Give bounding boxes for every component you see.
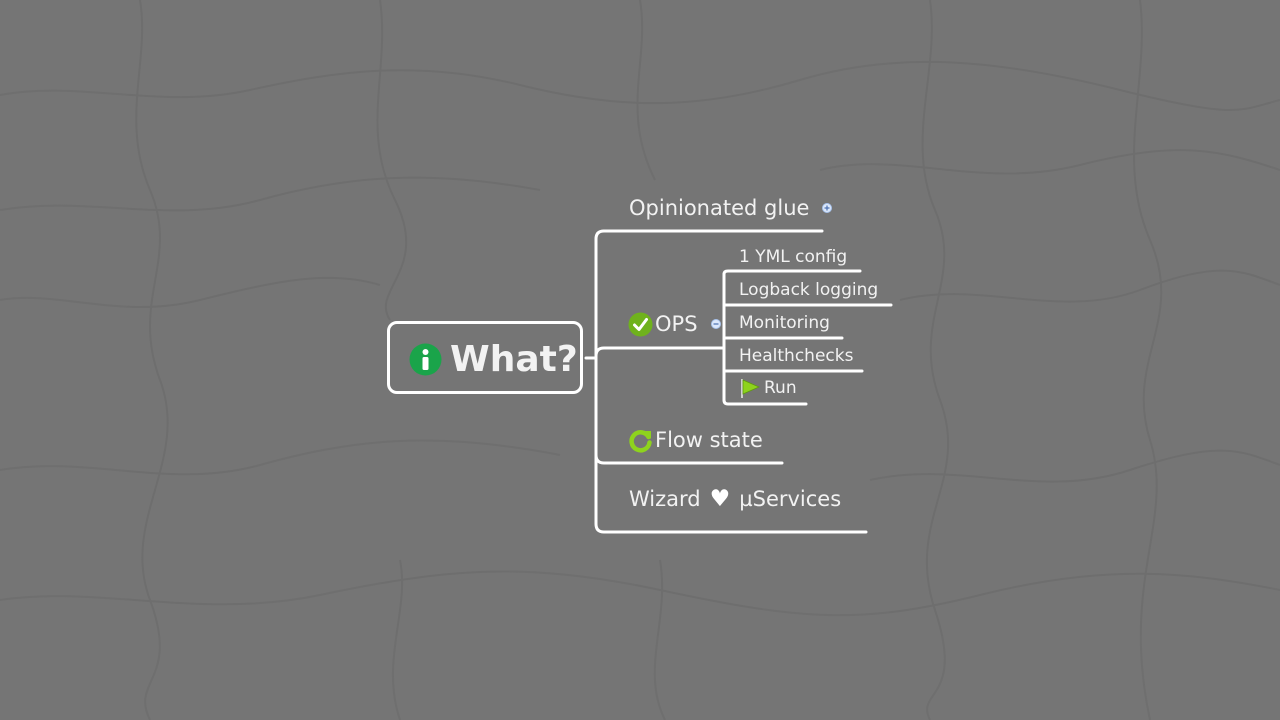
subtopic-label: 1 YML config bbox=[739, 247, 848, 267]
subtopic-logback-logging[interactable]: Logback logging bbox=[739, 278, 878, 302]
expand-plus-icon[interactable] bbox=[822, 203, 833, 213]
subtopic-label: Monitoring bbox=[739, 313, 830, 333]
info-icon bbox=[409, 343, 442, 375]
topic-label: Opinionated glue bbox=[629, 196, 810, 220]
topic-label-part: µServices bbox=[739, 487, 842, 511]
subtopic-label: Healthchecks bbox=[739, 346, 854, 366]
subtopic-healthchecks[interactable]: Healthchecks bbox=[739, 344, 853, 368]
topic-opinionated-glue[interactable]: Opinionated glue bbox=[629, 194, 833, 222]
topic-label-part: Wizard bbox=[629, 487, 701, 511]
refresh-icon bbox=[629, 429, 652, 452]
check-icon bbox=[628, 312, 653, 336]
topic-flow-state[interactable]: Flow state bbox=[628, 426, 763, 454]
heart-icon: ♥ bbox=[709, 486, 731, 512]
subtopic-label: Logback logging bbox=[739, 280, 879, 300]
subtopic-yml-config[interactable]: 1 YML config bbox=[739, 245, 847, 269]
root-topic[interactable]: What? bbox=[409, 338, 578, 380]
root-node[interactable] bbox=[387, 321, 583, 394]
topic-label: OPS bbox=[655, 312, 698, 336]
subtopic-monitoring[interactable]: Monitoring bbox=[739, 311, 830, 335]
topic-label: Flow state bbox=[655, 428, 763, 452]
flag-icon bbox=[741, 379, 760, 398]
collapse-minus-icon[interactable] bbox=[710, 319, 721, 329]
topic-wizard-microservices[interactable]: Wizard ♥ µServices bbox=[629, 485, 841, 513]
root-topic-label: What? bbox=[450, 338, 578, 380]
topic-ops[interactable]: OPS bbox=[628, 310, 721, 338]
subtopic-run[interactable]: Run bbox=[739, 376, 797, 400]
subtopic-label: Run bbox=[764, 378, 797, 398]
